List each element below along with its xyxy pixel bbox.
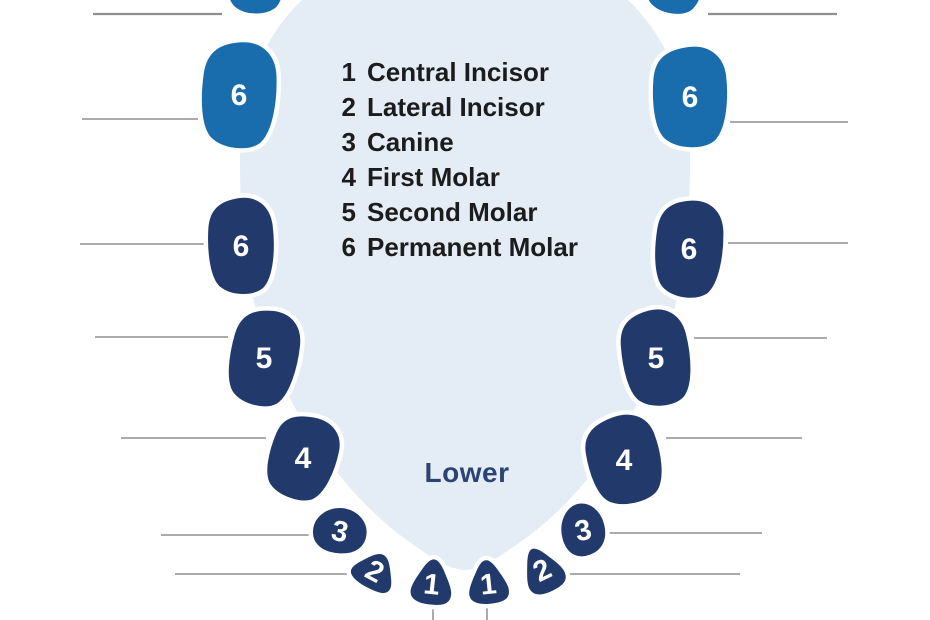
legend-item-label: Lateral Incisor [367, 92, 545, 122]
tooth-number: 6 [682, 81, 699, 114]
leader-lines-left [80, 12, 434, 620]
legend-item-label: Second Molar [367, 197, 538, 227]
tooth-right-4: 4 [575, 405, 675, 516]
tooth-left-2: 2 [344, 542, 406, 601]
tooth-left-6-highlighted: 6 [198, 38, 281, 151]
legend-item-number: 6 [341, 232, 356, 262]
legend-item-number: 4 [341, 162, 356, 192]
tooth-left-4: 4 [256, 406, 349, 511]
tooth-number: 4 [616, 444, 633, 477]
legend-item-number: 3 [341, 127, 356, 157]
tooth-number: 6 [231, 79, 248, 112]
tooth-number: 6 [681, 233, 698, 266]
tooth-right-6-highlighted: 6 [649, 43, 731, 151]
legend-item-number: 1 [341, 57, 356, 87]
legend-item-label: Canine [367, 127, 454, 157]
tooth-legend: 1 Central Incisor 2 Lateral Incisor 3 Ca… [340, 55, 578, 265]
tooth-number: 4 [295, 442, 312, 475]
legend-item: 6 Permanent Molar [340, 230, 578, 265]
tooth-number: 1 [479, 568, 498, 602]
tooth-number: 5 [648, 342, 665, 375]
tooth-right-2: 2 [511, 538, 572, 603]
legend-item-label: First Molar [367, 162, 500, 192]
tooth-number: 6 [233, 230, 250, 263]
legend-item-label: Permanent Molar [367, 232, 578, 262]
legend-item-number: 2 [341, 92, 356, 122]
legend-item: 3 Canine [340, 125, 578, 160]
tooth-right-5: 5 [612, 302, 700, 414]
tooth-left-partial-top [217, 0, 291, 19]
lower-arch-silhouette [240, 0, 690, 570]
tooth-number: 1 [422, 568, 441, 602]
tooth-number: 3 [572, 514, 594, 549]
legend-item: 4 First Molar [340, 160, 578, 195]
tooth-number: 5 [256, 342, 273, 375]
tooth-left-6: 6 [203, 194, 278, 298]
tooth-left-3: 3 [307, 500, 374, 561]
legend-item: 2 Lateral Incisor [340, 90, 578, 125]
arch-label: Lower [424, 457, 510, 488]
legend-item-label: Central Incisor [367, 57, 550, 87]
tooth-right-1: 1 [463, 556, 512, 609]
tooth-right-6: 6 [650, 196, 727, 301]
tooth-right-3: 3 [553, 497, 612, 563]
tooth-right-partial-top [639, 0, 713, 19]
legend-item: 1 Central Incisor [340, 55, 578, 90]
legend-item: 5 Second Molar [340, 195, 578, 230]
tooth-left-5: 5 [220, 302, 308, 414]
tooth-number: 3 [329, 515, 351, 550]
leader-lines-right [486, 12, 848, 620]
tooth-left-1: 1 [407, 555, 457, 609]
legend-item-number: 5 [341, 197, 356, 227]
